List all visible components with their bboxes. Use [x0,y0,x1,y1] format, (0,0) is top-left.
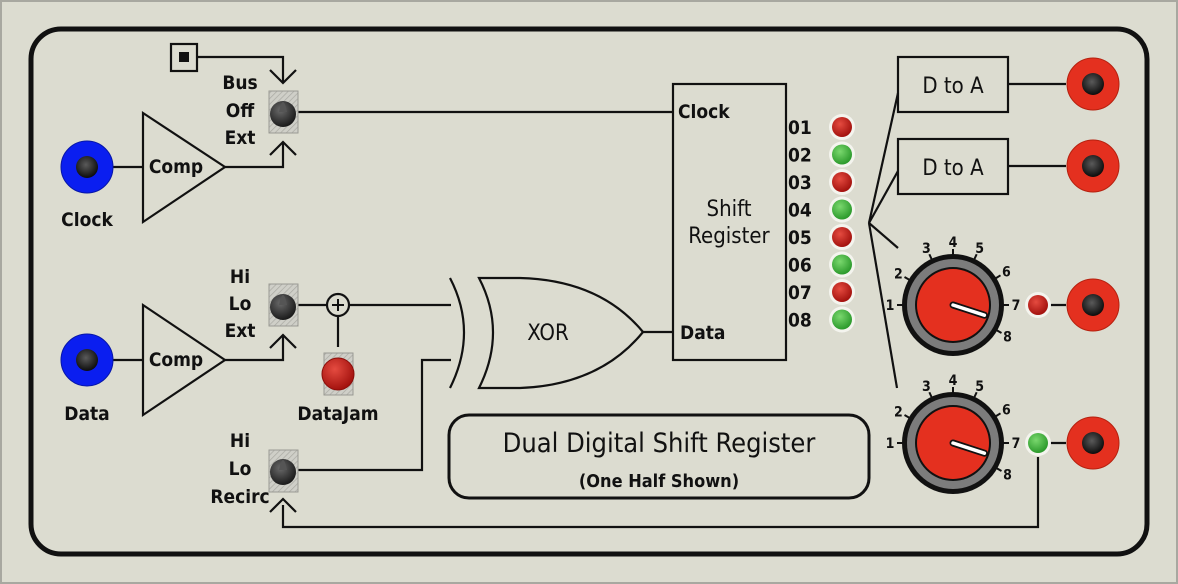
clock-comparator [141,110,227,225]
clock-switch-option-off: Off [226,100,255,122]
knob-scale-label: 5 [975,241,984,257]
knob-tick [928,253,933,261]
output-label-03: 03 [788,172,812,194]
knob-scale-label: 2 [894,267,903,283]
output-led-08 [832,309,852,330]
knob-scale-label: 4 [949,235,958,251]
title-plate [447,413,871,500]
output-label-05: 05 [788,227,812,249]
dac-2-output-jack[interactable] [1066,139,1120,193]
data-comparator [141,302,227,418]
knob-scale-label: 7 [1012,436,1021,452]
knob-tick [928,391,933,399]
output-led-01 [832,117,852,137]
dac-1 [896,55,1010,114]
knob-scale-label: 4 [949,373,958,389]
data-switch-option-lo: Lo [229,293,252,315]
knob-scale-label: 2 [894,405,903,421]
panel-subtitle: (One Half Shown) [579,471,739,492]
output-led-02 [832,144,852,165]
knob-scale-label: 6 [1002,403,1011,419]
knob-1-output-jack[interactable] [1066,278,1120,332]
knob-tick [994,412,1002,418]
output-label-08: 08 [788,310,812,332]
output-label-07: 07 [788,282,812,304]
datajam-label: DataJam [297,403,378,425]
knob-scale-label: 1 [886,436,895,452]
shift-register-data-pin: Data [680,322,725,344]
data-switch-option-ext: Ext [225,320,256,342]
clock-input-label: Clock [61,209,113,231]
data-input-jack[interactable] [60,333,114,387]
knob-scale-label: 5 [975,379,984,395]
output-led-07 [832,282,852,302]
output-led-05 [832,227,852,247]
output-led-03 [832,172,852,192]
shift-register-clock-pin: Clock [678,101,730,123]
knob-scale-label: 1 [886,298,895,314]
output-label-01: 01 [788,117,812,139]
recirc-switch-option-hi: Hi [230,430,250,452]
clock-switch-option-ext: Ext [225,127,256,149]
clock-comparator-label: Comp [149,156,203,178]
data-switch-option-hi: Hi [230,266,250,288]
output-label-06: 06 [788,255,812,277]
bus-connector-icon [169,42,199,73]
clock-source-toggle-switch[interactable] [268,90,299,134]
xor-gate [449,276,645,390]
xor-gate-label: XOR [527,321,569,346]
knob-scale-label: 8 [1003,330,1012,346]
shift-register-block [671,82,788,362]
shift-register-outputs: 01 02 03 04 05 06 07 08 [788,114,855,333]
sum-junction-icon [325,292,351,318]
recirc-switch-option-recirc: Recirc [210,486,269,508]
data-input-label: Data [64,403,109,425]
knob-scale-label: 8 [1003,468,1012,484]
arrow-heads [269,69,297,513]
recirc-switch-option-lo: Lo [229,458,252,480]
knob-scale-label: 6 [1002,265,1011,281]
clock-input-jack[interactable] [60,140,114,194]
knob-pointer [951,303,987,317]
knob-scale-label: 3 [922,241,931,257]
knob-tick [994,274,1002,280]
knob-2[interactable]: 1 2 3 4 5 6 78 [886,373,1021,494]
dac-1-label: D to A [922,74,984,99]
data-comparator-label: Comp [149,349,203,371]
knob-1-led [1028,295,1048,315]
wires [112,55,1066,529]
output-led-04 [832,199,852,220]
dac-1-output-jack[interactable] [1066,57,1120,111]
knob-1[interactable]: 1 2 3 4 5 6 78 [886,235,1021,356]
datajam-button[interactable] [321,352,355,396]
knob-tick [973,391,978,399]
output-label-04: 04 [788,200,812,222]
panel-title: Dual Digital Shift Register [503,428,816,459]
knob-pointer [951,441,987,455]
clock-switch-option-bus: Bus [222,72,257,94]
output-label-02: 02 [788,145,812,167]
shift-register-title-line1: Shift [707,197,752,222]
recirc-toggle-switch[interactable] [268,449,299,493]
knob-tick [973,253,978,261]
dac-2 [896,137,1010,196]
data-source-toggle-switch[interactable] [268,283,299,327]
knob-2-output-jack[interactable] [1066,416,1120,470]
dac-2-label: D to A [922,156,984,181]
knob-scale-label: 7 [1012,298,1021,314]
knob-2-led [1028,433,1048,453]
shift-register-title-line2: Register [688,224,770,249]
panel-frame [28,26,1150,557]
knob-scale-label: 3 [922,379,931,395]
output-led-06 [832,254,852,275]
